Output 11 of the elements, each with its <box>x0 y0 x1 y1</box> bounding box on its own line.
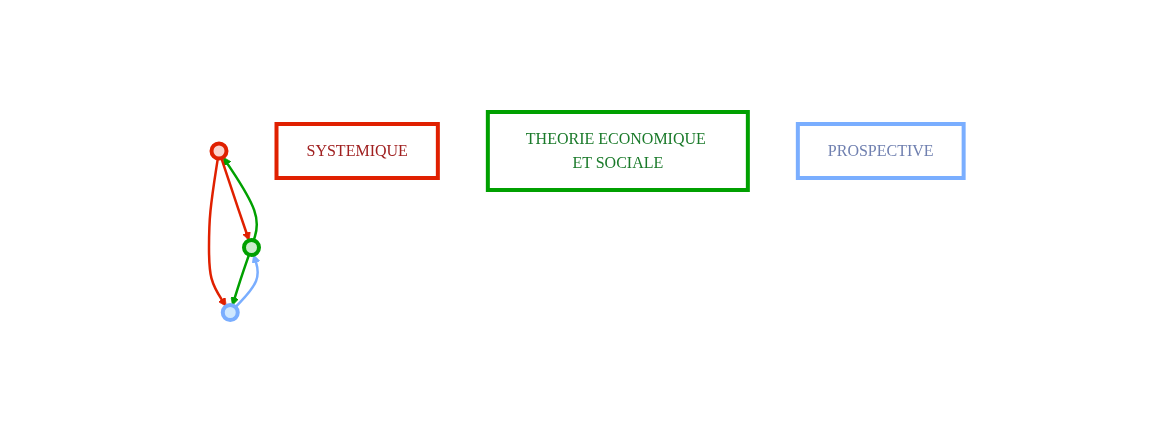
node-box: THEORIE ECONOMIQUE ET SOCIALE <box>486 110 750 192</box>
node-circle <box>220 303 240 322</box>
node-box: SYSTEMIQUE <box>274 122 440 180</box>
arrow <box>207 158 227 307</box>
arrow <box>234 254 261 308</box>
arrow <box>220 157 251 241</box>
node-box: PROSPECTIVE <box>796 122 966 180</box>
node-circle <box>242 238 262 257</box>
node-circle <box>209 141 229 161</box>
arrow <box>230 254 251 306</box>
arrow <box>222 156 259 241</box>
